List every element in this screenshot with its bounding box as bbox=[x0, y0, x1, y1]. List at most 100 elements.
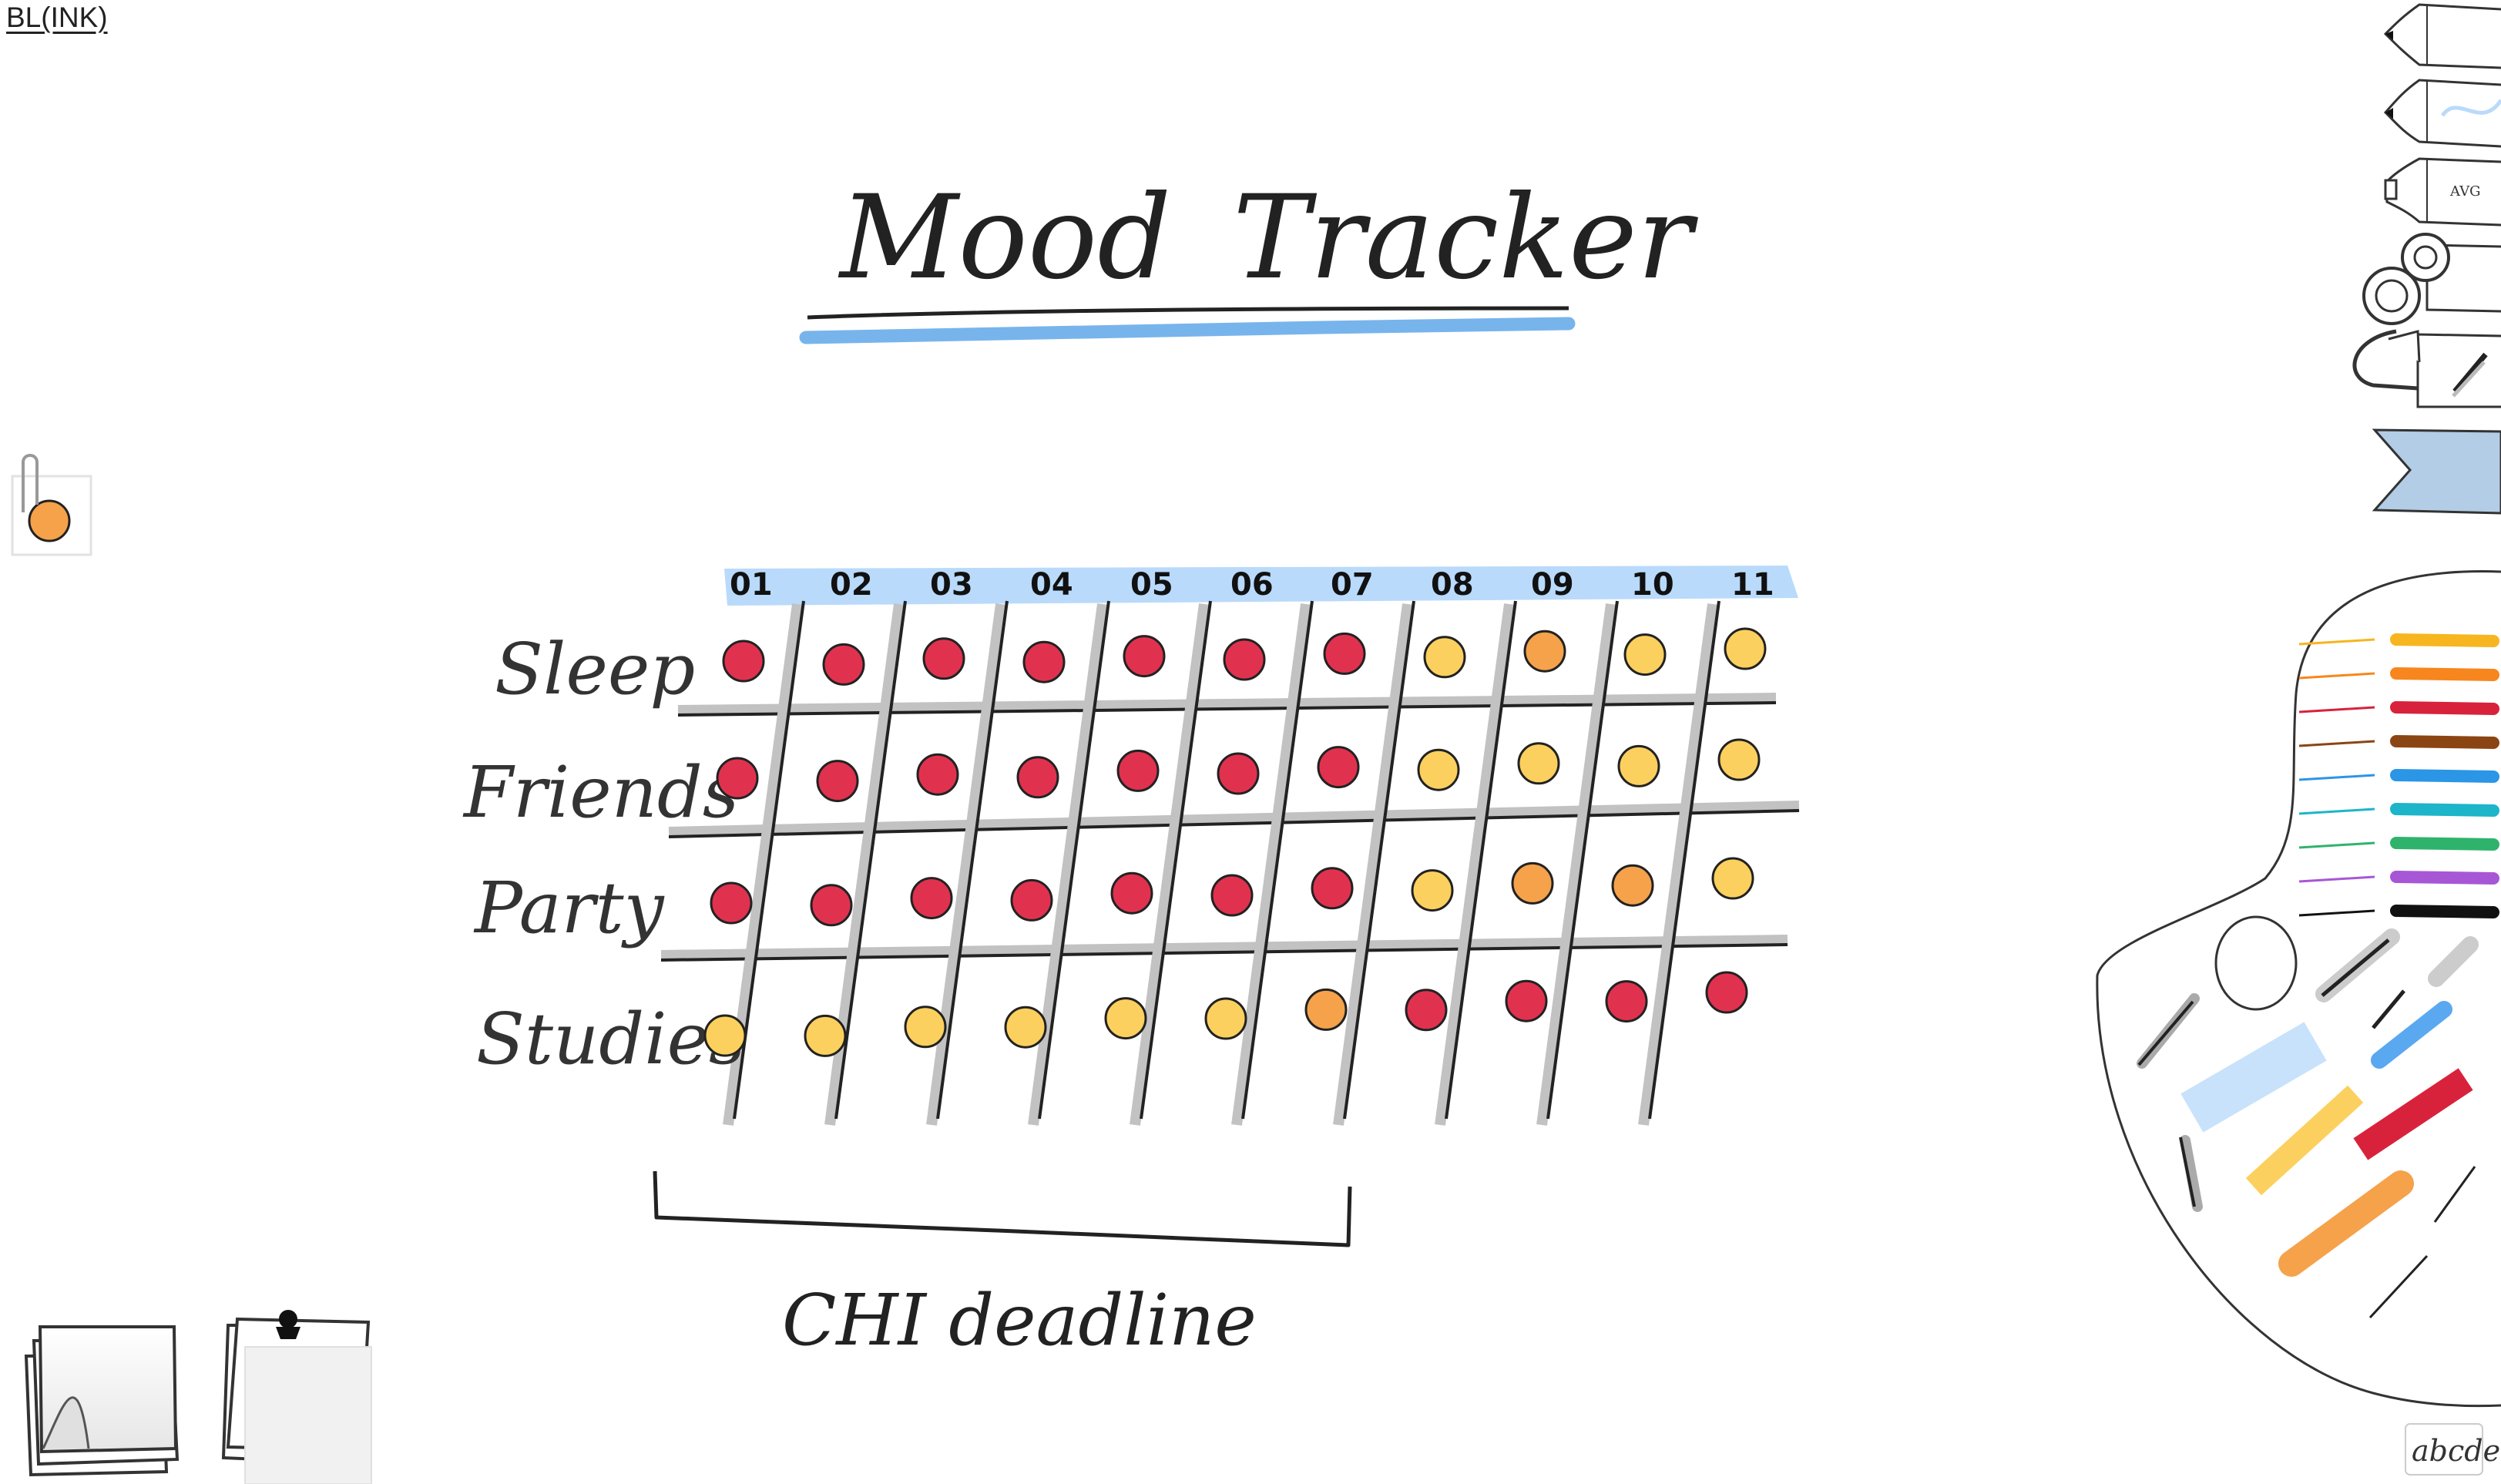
mood-dot[interactable] bbox=[1304, 988, 1348, 1031]
palette-thin-swatch[interactable] bbox=[2298, 807, 2375, 815]
row-label-sleep: Sleep bbox=[495, 628, 695, 710]
grid-column-shadow bbox=[1435, 603, 1515, 1126]
palette-brush-strokes bbox=[2137, 928, 2479, 1319]
mood-dot[interactable] bbox=[1104, 997, 1147, 1040]
eraser-tool[interactable] bbox=[2352, 329, 2501, 408]
palette-thick-swatch[interactable] bbox=[2390, 871, 2499, 885]
day-label: 10 bbox=[1631, 567, 1674, 603]
bookmark-ribbon[interactable] bbox=[2372, 428, 2501, 515]
avg-marker-label: AVG bbox=[2449, 183, 2480, 200]
grid-column-line bbox=[1241, 600, 1314, 1120]
palette-thin-swatch[interactable] bbox=[2298, 638, 2375, 646]
palette-board bbox=[2096, 570, 2501, 1408]
mood-dot[interactable] bbox=[904, 1006, 947, 1049]
mood-dot[interactable] bbox=[1210, 874, 1254, 917]
text-tool-button[interactable]: abcde bbox=[2405, 1423, 2500, 1476]
palette-thin-swatch[interactable] bbox=[2298, 672, 2375, 680]
day-label: 06 bbox=[1230, 567, 1274, 603]
pinned-notes-stack[interactable] bbox=[221, 1310, 372, 1484]
palette-thin-swatch[interactable] bbox=[2298, 875, 2375, 883]
clipped-sticker[interactable] bbox=[11, 454, 92, 556]
grid-column-line bbox=[1648, 600, 1720, 1120]
mood-dot[interactable] bbox=[716, 757, 759, 800]
palette-thick-swatch[interactable] bbox=[2390, 905, 2499, 918]
page-stack[interactable] bbox=[24, 1325, 180, 1477]
mood-dot[interactable] bbox=[1605, 980, 1648, 1023]
palette-thin-swatch[interactable] bbox=[2298, 774, 2375, 781]
color-palette[interactable] bbox=[2096, 570, 2501, 1408]
mood-dot[interactable] bbox=[1511, 861, 1554, 905]
mood-dot[interactable] bbox=[710, 881, 753, 925]
mood-dot[interactable] bbox=[1617, 744, 1660, 787]
palette-thick-swatch[interactable] bbox=[2390, 769, 2499, 783]
mood-dot[interactable] bbox=[1223, 638, 1266, 681]
palette-thin-swatch[interactable] bbox=[2298, 841, 2375, 849]
palette-thin-swatch[interactable] bbox=[2298, 706, 2375, 713]
palette-thick-swatch[interactable] bbox=[2390, 735, 2499, 749]
mood-dot[interactable] bbox=[1623, 633, 1667, 677]
title-highlight bbox=[799, 317, 1576, 344]
highlighter-tool[interactable] bbox=[2383, 79, 2501, 148]
mood-dot[interactable] bbox=[916, 753, 959, 796]
mood-dot[interactable] bbox=[1423, 636, 1466, 679]
palette-thick-swatch[interactable] bbox=[2390, 667, 2499, 681]
title-word-tracker: Tracker bbox=[1233, 171, 1699, 305]
palette-thin-swatch[interactable] bbox=[2298, 740, 2375, 747]
row-labels: Sleep Friends Party Studies bbox=[462, 628, 745, 1080]
palette-thin-swatch[interactable] bbox=[2298, 909, 2375, 917]
mood-dot[interactable] bbox=[1022, 640, 1066, 683]
stamp-tool[interactable] bbox=[2362, 233, 2501, 325]
mood-dot[interactable] bbox=[1517, 742, 1560, 785]
mood-dot[interactable] bbox=[1110, 871, 1153, 915]
grid-column-line bbox=[1140, 600, 1212, 1120]
day-label: 01 bbox=[730, 567, 773, 603]
mood-dot[interactable] bbox=[810, 884, 853, 927]
mood-dot[interactable] bbox=[1204, 997, 1247, 1040]
mood-dot[interactable] bbox=[922, 637, 965, 680]
grid-column-line bbox=[1038, 600, 1110, 1120]
day-label: 11 bbox=[1731, 567, 1774, 603]
mood-dots bbox=[703, 627, 1767, 1057]
day-label: 09 bbox=[1531, 567, 1574, 603]
mood-dot[interactable] bbox=[1317, 746, 1360, 789]
mood-dot[interactable] bbox=[910, 877, 953, 920]
pushpin-icon bbox=[276, 1310, 300, 1339]
mood-dot[interactable] bbox=[816, 760, 859, 803]
mood-dot[interactable] bbox=[1217, 752, 1260, 795]
mood-dot[interactable] bbox=[1311, 867, 1354, 910]
mood-dot[interactable] bbox=[1417, 748, 1460, 791]
grid-column-shadow bbox=[1231, 603, 1311, 1126]
mood-dot[interactable] bbox=[1016, 756, 1059, 799]
mood-dot[interactable] bbox=[703, 1014, 747, 1057]
mood-dot[interactable] bbox=[1411, 869, 1454, 912]
mood-dot[interactable] bbox=[1505, 979, 1548, 1022]
grid-column-shadow bbox=[926, 603, 1006, 1126]
mood-dot[interactable] bbox=[1116, 749, 1160, 792]
day-label: 02 bbox=[830, 567, 873, 603]
mood-dot[interactable] bbox=[1010, 878, 1053, 922]
mood-dot[interactable] bbox=[1724, 627, 1767, 670]
app-title[interactable]: BL(INK) bbox=[6, 2, 108, 33]
palette-thick-swatch[interactable] bbox=[2390, 803, 2499, 817]
row-label-studies: Studies bbox=[476, 998, 745, 1080]
mood-dot[interactable] bbox=[1523, 630, 1566, 673]
palette-thick-swatch[interactable] bbox=[2390, 633, 2499, 647]
mood-dot[interactable] bbox=[1611, 864, 1654, 907]
mood-dot[interactable] bbox=[1717, 738, 1761, 781]
avg-marker-tool[interactable]: AVG bbox=[2384, 157, 2501, 227]
mood-dot[interactable] bbox=[1405, 989, 1448, 1032]
mood-dot[interactable] bbox=[1711, 857, 1754, 900]
mood-dot[interactable] bbox=[1705, 971, 1748, 1014]
title-underline bbox=[807, 306, 1569, 320]
palette-thick-swatch[interactable] bbox=[2390, 701, 2499, 715]
mood-dot[interactable] bbox=[822, 643, 865, 686]
palette-thick-swatch[interactable] bbox=[2390, 837, 2499, 851]
mood-dot[interactable] bbox=[1004, 1006, 1047, 1049]
mood-dot[interactable] bbox=[1123, 635, 1166, 678]
mood-dot[interactable] bbox=[722, 640, 765, 683]
mood-dot[interactable] bbox=[1323, 632, 1366, 675]
black-marker-tool[interactable] bbox=[2383, 3, 2501, 69]
grid-column-shadow bbox=[1333, 603, 1413, 1126]
mood-dot[interactable] bbox=[804, 1014, 847, 1057]
